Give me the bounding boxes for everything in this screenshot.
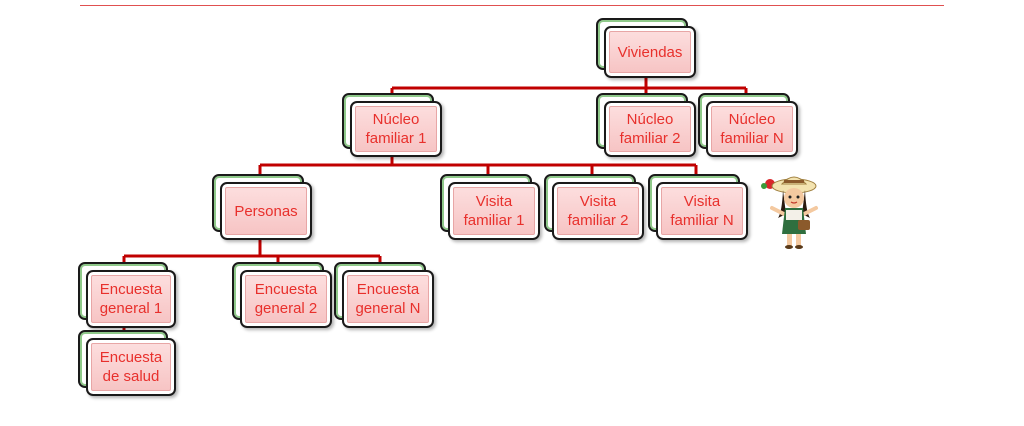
node-visitaN-label: Visita familiar N xyxy=(656,182,748,240)
node-encuesta-de-salud: Encuesta de salud xyxy=(78,330,176,396)
node-visita-familiar-n: Visita familiar N xyxy=(648,174,748,240)
node-nucleo-familiar-n: Núcleo familiar N xyxy=(698,93,798,157)
node-visita-familiar-2: Visita familiar 2 xyxy=(544,174,644,240)
node-personas: Personas xyxy=(212,174,312,240)
top-divider-line xyxy=(80,5,944,6)
node-encuestaN-label: Encuesta general N xyxy=(342,270,434,328)
node-encuesta-general-n: Encuesta general N xyxy=(334,262,434,328)
node-salud-label: Encuesta de salud xyxy=(86,338,176,396)
node-encuesta2-label: Encuesta general 2 xyxy=(240,270,332,328)
node-personas-label: Personas xyxy=(220,182,312,240)
node-nucleo2-label: Núcleo familiar 2 xyxy=(604,101,696,157)
node-nucleoN-label: Núcleo familiar N xyxy=(706,101,798,157)
node-visita-familiar-1: Visita familiar 1 xyxy=(440,174,540,240)
node-encuesta-general-1: Encuesta general 1 xyxy=(78,262,176,328)
mascot-figure-icon xyxy=(761,176,818,249)
node-encuesta1-label: Encuesta general 1 xyxy=(86,270,176,328)
node-encuesta-general-2: Encuesta general 2 xyxy=(232,262,332,328)
node-nucleo-familiar-2: Núcleo familiar 2 xyxy=(596,93,696,157)
node-viviendas: Viviendas xyxy=(596,18,696,78)
node-visita1-label: Visita familiar 1 xyxy=(448,182,540,240)
node-viviendas-label: Viviendas xyxy=(604,26,696,78)
node-nucleo1-label: Núcleo familiar 1 xyxy=(350,101,442,157)
node-visita2-label: Visita familiar 2 xyxy=(552,182,644,240)
node-nucleo-familiar-1: Núcleo familiar 1 xyxy=(342,93,442,157)
